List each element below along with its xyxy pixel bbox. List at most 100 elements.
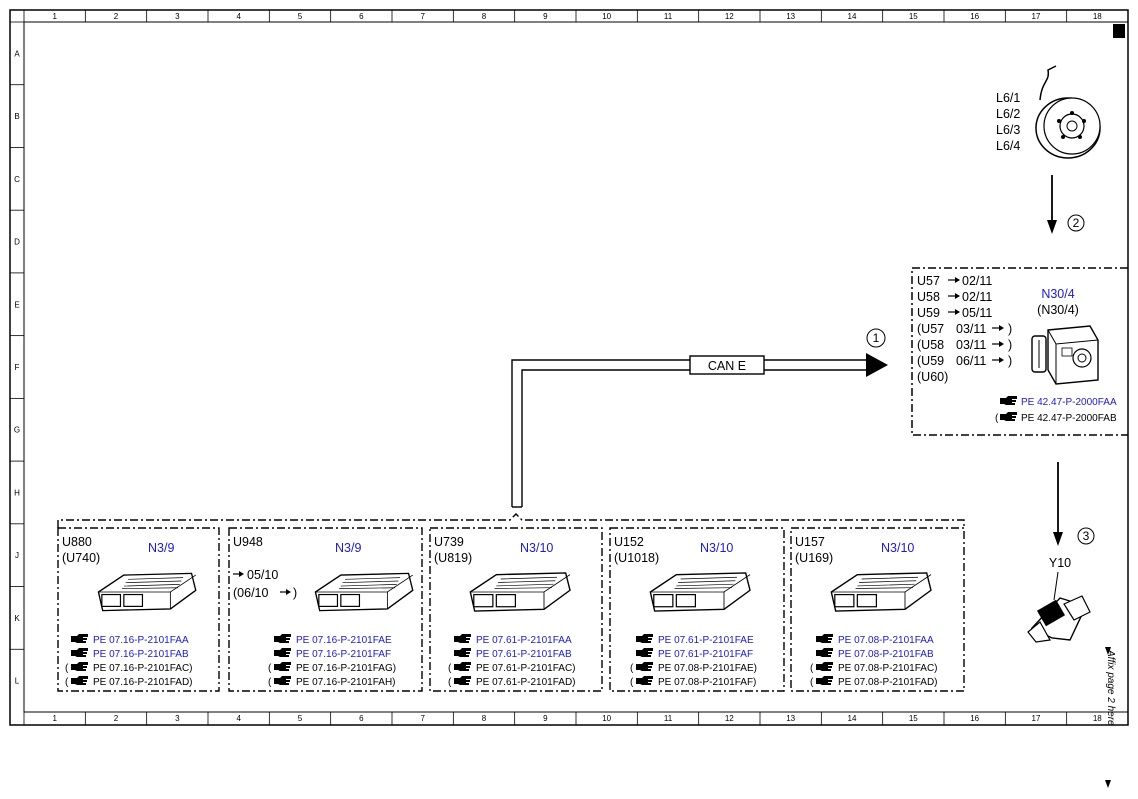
reference-pointer-icon — [816, 634, 833, 643]
column-number: 13 — [786, 12, 795, 21]
column-number: 15 — [909, 714, 918, 723]
abs-code-4: (U57 — [917, 322, 944, 336]
row-letter: J — [15, 551, 19, 560]
abs-close-2: ) — [1008, 338, 1012, 352]
arrow-right-icon — [948, 309, 960, 315]
row-letter: B — [14, 112, 19, 121]
reference-pointer-icon — [71, 676, 88, 685]
ecu-group-bracket — [57, 513, 965, 528]
ecu-reference: PE 07.16-P-2101FAH) — [296, 677, 396, 688]
column-number: 5 — [298, 12, 303, 21]
ecu-code-alt: (U169) — [795, 551, 833, 565]
ecu-code: U152 — [614, 535, 644, 549]
signal-arrow-3: 3 — [1053, 462, 1095, 546]
can-e-label: CAN E — [708, 359, 746, 373]
abs-code-7: (U60) — [917, 370, 948, 384]
ecu-code: U880 — [62, 535, 92, 549]
abs-ref-2: PE 42.47-P-2000FAB — [1021, 413, 1117, 424]
column-number: 5 — [298, 714, 303, 723]
column-number: 6 — [359, 714, 364, 723]
column-number: 11 — [664, 12, 673, 21]
column-number: 2 — [114, 714, 119, 723]
ecu-reference: PE 07.08-P-2101FAD) — [838, 677, 938, 688]
ecu-name: N3/10 — [520, 541, 553, 555]
ecu-name: N3/9 — [148, 541, 174, 555]
arrow-right-icon — [233, 571, 244, 577]
column-number: 7 — [420, 12, 425, 21]
reference-pointer-icon — [454, 648, 471, 657]
reference-pointer-icon — [1000, 412, 1017, 421]
ecu-code-alt: (U819) — [434, 551, 472, 565]
column-number: 18 — [1093, 12, 1102, 21]
ecu-code: U739 — [434, 535, 464, 549]
column-number: 2 — [114, 12, 119, 21]
ref-paren: ( — [630, 663, 634, 674]
column-number: 12 — [725, 714, 734, 723]
reference-pointer-icon — [274, 634, 291, 643]
ecu-module-icon — [97, 572, 197, 612]
triangle-down-icon — [1105, 647, 1111, 655]
row-letter: D — [14, 238, 20, 247]
column-number: 12 — [725, 12, 734, 21]
reference-pointer-icon — [454, 676, 471, 685]
reference-pointer-icon — [816, 676, 833, 685]
abs-date-5: 03/11 — [956, 338, 986, 352]
reference-pointer-icon — [816, 648, 833, 657]
arrow-right-icon — [280, 589, 291, 595]
column-number: 9 — [543, 12, 548, 21]
ecu-reference: PE 07.61-P-2101FAB — [476, 649, 572, 660]
ecu-reference: PE 07.16-P-2101FAG) — [296, 663, 396, 674]
can-e-label-box — [689, 355, 765, 375]
abs-close-1: ) — [1008, 322, 1012, 336]
ecu-code-alt: (U1018) — [614, 551, 659, 565]
ecu-reference: PE 07.61-P-2101FAC) — [476, 663, 576, 674]
ecu-reference: PE 07.16-P-2101FAF — [296, 649, 391, 660]
bus-arrow-icon — [866, 353, 888, 377]
ecu-code-alt: (U740) — [62, 551, 100, 565]
abs-date-1: 02/11 — [962, 274, 992, 288]
reference-pointer-icon — [636, 648, 653, 657]
ecu-code: U157 — [795, 535, 825, 549]
abs-code-6: (U59 — [917, 354, 944, 368]
ref-paren: ( — [65, 677, 69, 688]
ecu-module-icon — [649, 572, 751, 612]
arrow-right-icon — [992, 325, 1004, 331]
ecu-module-icon — [314, 572, 414, 612]
abs-date-3: 05/11 — [962, 306, 992, 320]
corner-mark-icon — [1113, 24, 1125, 38]
column-number: 4 — [236, 12, 241, 21]
column-number: 14 — [848, 714, 857, 723]
ecu-reference: PE 07.61-P-2101FAF — [658, 649, 753, 660]
ecu-reference: PE 07.08-P-2101FAE) — [658, 663, 757, 674]
column-number: 7 — [420, 714, 425, 723]
abs-code-5: (U58 — [917, 338, 944, 352]
wheel-label-1: L6/1 — [996, 91, 1020, 105]
ecu-reference: PE 07.08-P-2101FAA — [838, 635, 934, 646]
abs-module-icon — [1031, 325, 1099, 385]
abs-date-6: 06/11 — [956, 354, 986, 368]
valve-label: Y10 — [1049, 556, 1071, 570]
column-number: 6 — [359, 12, 364, 21]
ref-paren: ( — [448, 677, 452, 688]
ecu-reference: PE 07.61-P-2101FAE — [658, 635, 754, 646]
ref-paren: ( — [810, 663, 814, 674]
ecu-module-icon — [830, 572, 932, 612]
reference-pointer-icon — [71, 648, 88, 657]
column-number: 1 — [52, 714, 57, 723]
reference-pointer-icon — [274, 662, 291, 671]
ecu-module-icon — [469, 572, 571, 612]
row-letter: C — [14, 175, 20, 184]
brake-disc-icon — [1035, 65, 1101, 159]
reference-pointer-icon — [636, 676, 653, 685]
ecu-date-close: ) — [293, 586, 297, 600]
signal-arrow-2: 2 — [1047, 175, 1085, 234]
column-number: 4 — [236, 714, 241, 723]
abs-close-3: ) — [1008, 354, 1012, 368]
reference-pointer-icon — [816, 662, 833, 671]
ecu-reference: PE 07.16-P-2101FAA — [93, 635, 189, 646]
